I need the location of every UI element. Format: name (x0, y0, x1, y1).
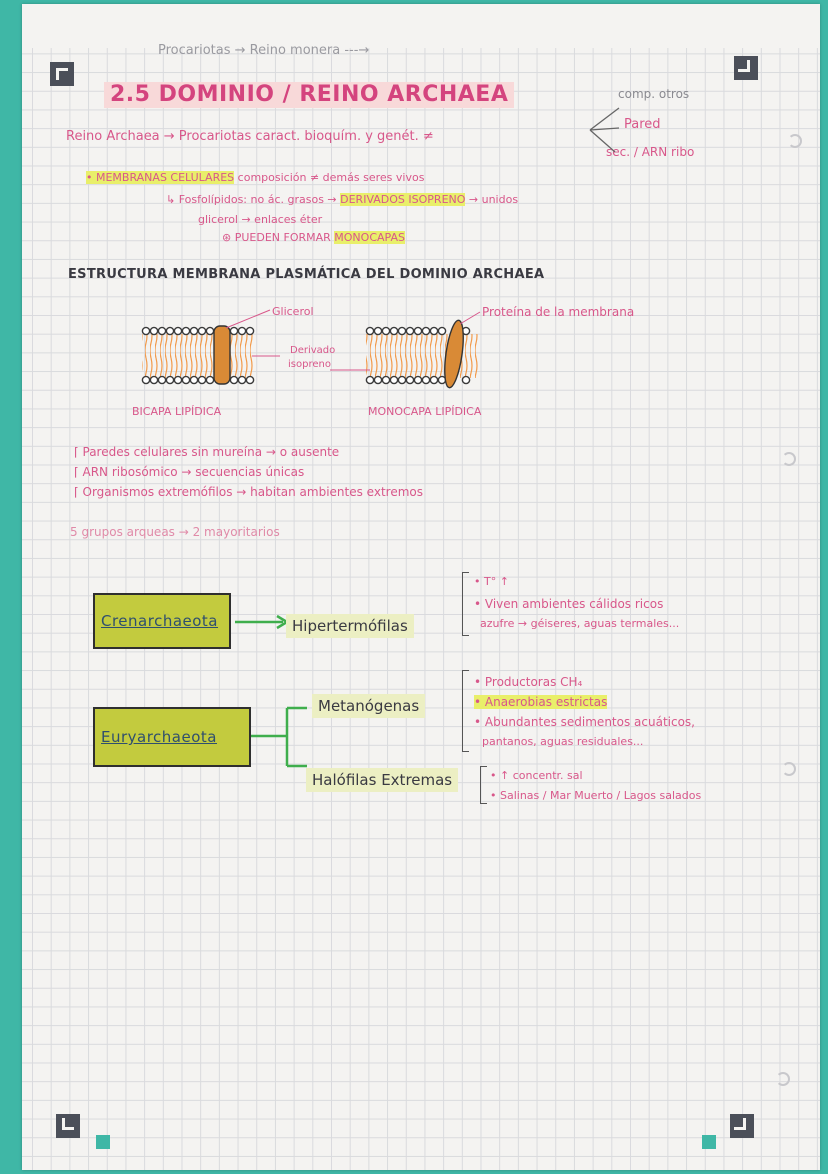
top-margin (22, 4, 820, 48)
meta-note-4: pantanos, aguas residuales... (482, 735, 644, 748)
meta-note-3: • Abundantes sedimentos acuáticos, (474, 715, 695, 729)
corner-top-right-icon (734, 56, 758, 80)
brace-hiper (462, 572, 469, 636)
membranes-sub3: ⊛ PUEDEN FORMAR MONOCAPAS (222, 231, 405, 244)
bullet-2: ⌈ ARN ribosómico → secuencias únicas (74, 465, 305, 479)
label-derivado-1: Derivado (290, 345, 336, 356)
label-glicerol: Glicerol (272, 305, 314, 318)
brace-meta (462, 670, 469, 752)
label-proteina: Proteína de la membrana (482, 305, 635, 319)
branch-lines (589, 107, 620, 153)
branch-mid: Pared (624, 117, 661, 132)
archaea-line: Reino Archaea → Procariotas caract. bioq… (66, 129, 434, 144)
binder-hole (782, 452, 796, 466)
membranes-sub1: ↳ Fosfolípidos: no ác. grasos → DERIVADO… (166, 193, 519, 206)
teal-square-right (702, 1135, 716, 1149)
bilayer (141, 325, 255, 385)
metanogenas-tag: Metanógenas (312, 694, 426, 718)
teal-square-left (96, 1135, 110, 1149)
hiper-note-1: • T° ↑ (474, 575, 509, 588)
hiper-note-2: • Viven ambientes cálidos ricos (474, 597, 664, 611)
caption-bilayer: BICAPA LIPÍDICA (132, 405, 222, 418)
monolayer (365, 319, 478, 389)
branch-top: comp. otros (618, 87, 690, 101)
page-title: 2.5 DOMINIO / REINO ARCHAEA (104, 82, 515, 108)
meta-note-1: • Productoras CH₄ (474, 675, 583, 689)
bullet-1: ⌈ Paredes celulares sin mureína → o ause… (74, 445, 340, 459)
branch-bot: sec. / ARN ribo (606, 145, 695, 159)
tree-lines-eury (251, 706, 307, 768)
halo-note-2: • Salinas / Mar Muerto / Lagos salados (490, 789, 702, 802)
groups-line: 5 grupos arqueas → 2 mayoritarios (70, 525, 280, 539)
caption-monolayer: MONOCAPA LIPÍDICA (368, 405, 482, 418)
membranes-title: • MEMBRANAS CELULARES composición ≠ demá… (86, 171, 425, 184)
corner-bottom-right-icon (730, 1114, 754, 1138)
hiper-note-3: azufre → géiseres, aguas termales... (480, 617, 680, 630)
membranes-sub2: glicerol → enlaces éter (198, 213, 323, 226)
hipertermofilas-tag: Hipertermófilas (286, 614, 414, 638)
meta-note-2: • Anaerobias estrictas (474, 695, 608, 709)
crenarchaeota-box: Crenarchaeota (93, 593, 231, 649)
bullet-3: ⌈ Organismos extremófilos → habitan ambi… (74, 485, 423, 499)
halofilas-tag: Halófilas Extremas (306, 768, 459, 792)
arrow-cren (235, 614, 290, 630)
top-note: Procariotas → Reino monera ---→ (158, 43, 370, 58)
brace-halo (480, 766, 487, 804)
corner-top-left-icon (50, 62, 74, 86)
binder-hole (782, 762, 796, 776)
label-derivado-2: isopreno (288, 359, 331, 370)
binder-hole (788, 134, 802, 148)
corner-bottom-left-icon (56, 1114, 80, 1138)
binder-hole (776, 1072, 790, 1086)
section-title: ESTRUCTURA MEMBRANA PLASMÁTICA DEL DOMIN… (68, 267, 545, 282)
membrane-diagram (141, 309, 481, 389)
euryarchaeota-box: Euryarchaeota (93, 707, 251, 767)
halo-note-1: • ↑ concentr. sal (490, 769, 583, 782)
